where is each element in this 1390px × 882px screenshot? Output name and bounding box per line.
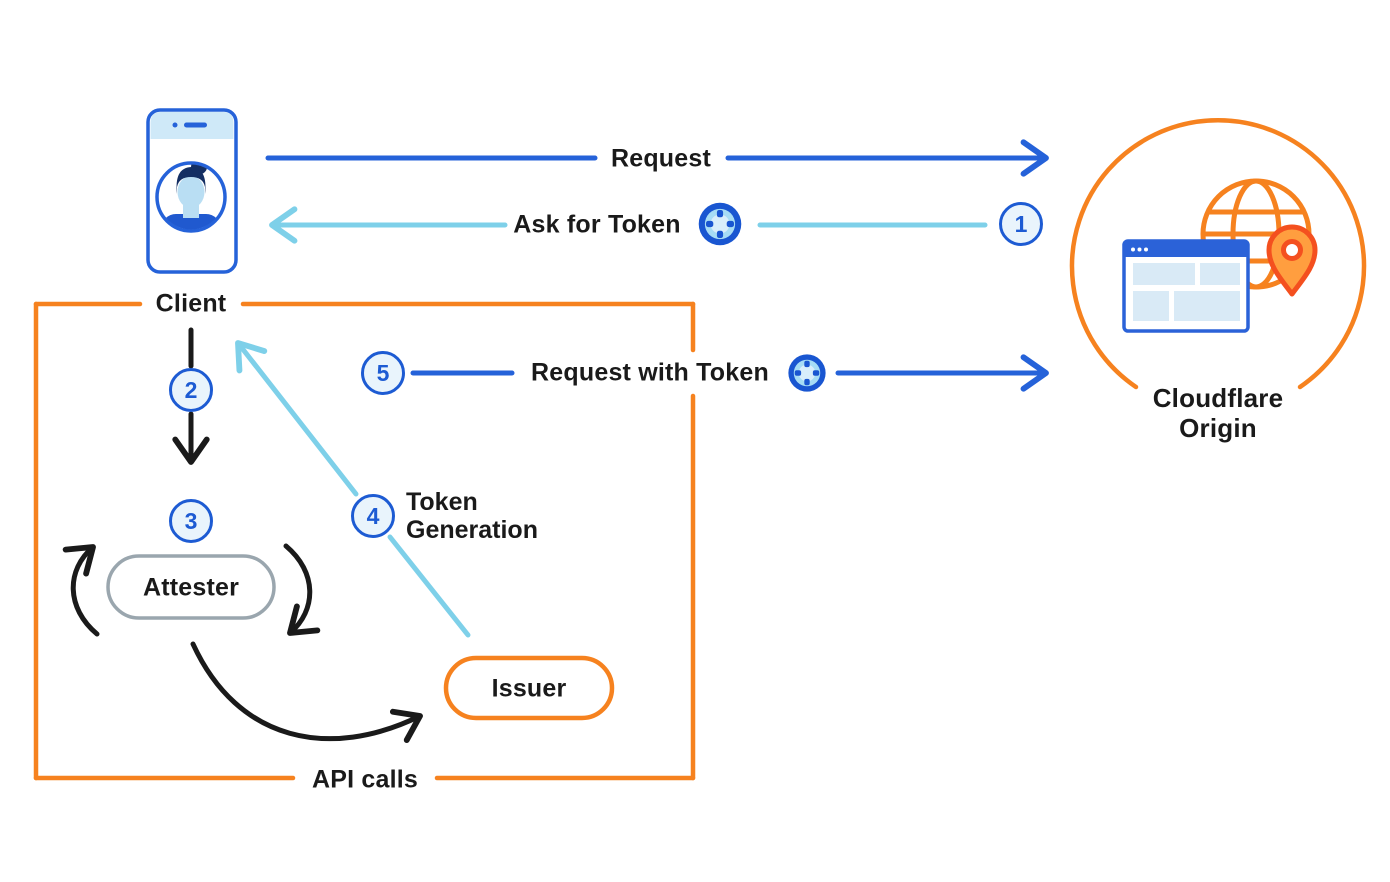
origin-ring [1069,117,1367,390]
attester-to-issuer-arrow [190,641,423,743]
token-icon [698,202,742,246]
issuer-node [443,655,615,721]
ask-for-token-label: Ask for Token [513,210,681,239]
cloudflare-origin-label: Cloudflare Origin [1152,383,1284,443]
request-with-token-label: Request with Token [531,358,769,387]
step-badge-5: 5 [361,351,405,395]
attester-label: Attester [142,573,240,602]
user-avatar-icon [155,161,227,233]
step-badge-3: 3 [169,499,213,543]
step-badge-2: 2 [169,368,213,412]
location-pin-icon [1266,224,1318,297]
api-calls-box [33,301,696,781]
api-calls-label: API calls [311,765,419,794]
token-icon [788,354,826,392]
browser-window-icon [1122,239,1250,333]
request-label: Request [610,144,712,173]
attester-cycle-arrows [62,543,321,637]
client-label: Client [155,289,227,318]
step-badge-4: 4 [351,494,395,538]
token-generation-label: Token Generation [406,488,538,544]
token-generation-arrow [235,340,471,638]
issuer-label: Issuer [491,674,567,703]
client-phone-icon [146,108,238,274]
step-badge-1: 1 [999,202,1043,246]
attester-node [106,554,276,620]
